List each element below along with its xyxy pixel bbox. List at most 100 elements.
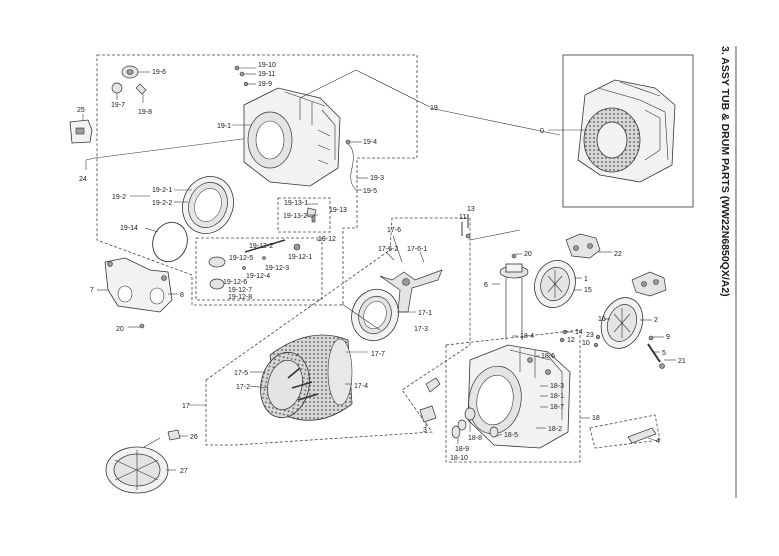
label-3: 3 bbox=[423, 427, 427, 434]
label-18-5: 18-5 bbox=[504, 432, 518, 439]
part-19-12-heater-set bbox=[208, 239, 320, 290]
part-25-bracket bbox=[69, 114, 93, 144]
label-20-b: 20 bbox=[524, 251, 532, 258]
label-16: 16 bbox=[598, 316, 606, 323]
part-1-15-pulley bbox=[534, 260, 582, 308]
part-18-front-tub bbox=[467, 335, 590, 449]
part-19-4-19-5-hose bbox=[345, 139, 368, 191]
label-19-11: 19-11 bbox=[258, 71, 275, 78]
label-19-12-2: 19-12-2 bbox=[249, 243, 273, 250]
label-9: 9 bbox=[666, 334, 670, 341]
label-14: 14 bbox=[575, 329, 583, 336]
label-13: 13 bbox=[467, 206, 475, 213]
part-27-door-glass bbox=[105, 446, 176, 494]
label-27: 27 bbox=[180, 468, 188, 475]
label-17-5: 17-5 bbox=[234, 370, 248, 377]
callout-labels: 19-6 19-7 19-8 19-10 19-11 19-9 19 25 19… bbox=[77, 62, 686, 475]
part-24-hose bbox=[85, 137, 251, 161]
label-18-7: 18-7 bbox=[550, 404, 564, 411]
label-18: 18 bbox=[592, 415, 600, 422]
label-18-9: 18-9 bbox=[455, 446, 469, 453]
group-18-boundary bbox=[445, 329, 581, 463]
label-10: 10 bbox=[582, 340, 590, 347]
label-19-12: 19-12 bbox=[318, 236, 336, 243]
label-18-8: 18-8 bbox=[468, 435, 482, 442]
label-19-5: 19-5 bbox=[363, 188, 377, 195]
label-17-2: 17-2 bbox=[236, 384, 250, 391]
part-9-21-5-damper bbox=[647, 335, 676, 369]
part-26-hinge bbox=[167, 429, 188, 441]
label-19-12-3: 19-12-3 bbox=[265, 265, 289, 272]
part-19-6-clamp bbox=[121, 65, 150, 79]
label-15: 15 bbox=[584, 287, 592, 294]
label-19-10: 19-10 bbox=[258, 62, 276, 69]
part-motor-unit-2 bbox=[631, 271, 667, 297]
label-26: 26 bbox=[190, 434, 198, 441]
label-19: 19 bbox=[430, 105, 438, 112]
label-6: 6 bbox=[484, 282, 488, 289]
leader-tub-to-ring bbox=[341, 303, 381, 331]
label-18-6: 18-6 bbox=[541, 353, 555, 360]
part-20-screw-a bbox=[128, 323, 145, 329]
part-14-12-23-10-small bbox=[559, 329, 601, 348]
label-19-12-7: 19-12-7 bbox=[228, 287, 252, 294]
label-17-3: 17-3 bbox=[414, 326, 428, 333]
part-6-shaft-bearing bbox=[492, 253, 529, 340]
part-19-7-cap bbox=[111, 82, 123, 100]
label-17-6-1: 17-6-1 bbox=[407, 246, 427, 253]
label-19-13: 19-13 bbox=[329, 207, 347, 214]
part-19-14-gasket bbox=[144, 221, 188, 263]
label-11: 11 bbox=[459, 214, 466, 221]
label-19-2: 19-2 bbox=[112, 194, 126, 201]
group-17-boundary bbox=[205, 217, 471, 446]
label-19-9: 19-9 bbox=[258, 81, 272, 88]
part-3-bracket bbox=[419, 377, 441, 428]
label-19-14: 19-14 bbox=[120, 225, 138, 232]
label-17: 17 bbox=[182, 403, 190, 410]
label-18-4: 18-4 bbox=[520, 333, 534, 340]
part-19-1-tub-rear bbox=[232, 87, 341, 187]
part-7-8-mount-bracket bbox=[97, 257, 178, 313]
label-19-3: 19-3 bbox=[370, 175, 384, 182]
label-18-2: 18-2 bbox=[548, 426, 562, 433]
label-19-2-2: 19-2-2 bbox=[152, 200, 172, 207]
label-2: 2 bbox=[654, 317, 658, 324]
label-19-4: 19-4 bbox=[363, 139, 377, 146]
part-17-7-drum bbox=[249, 334, 368, 421]
part-17-1-ring bbox=[351, 288, 416, 342]
label-19-13-2: 19-13-2 bbox=[283, 213, 307, 220]
label-8: 8 bbox=[180, 292, 184, 299]
label-23: 23 bbox=[586, 332, 594, 339]
part-19-2-front-ring bbox=[130, 176, 234, 234]
label-19-1: 19-1 bbox=[217, 123, 231, 130]
part-18-seals bbox=[451, 407, 503, 444]
leader-19 bbox=[299, 69, 357, 99]
label-24: 24 bbox=[79, 176, 87, 183]
label-1: 1 bbox=[584, 276, 588, 283]
label-18-10: 18-10 bbox=[450, 455, 468, 462]
label-21: 21 bbox=[678, 358, 686, 365]
group-19-boundary bbox=[96, 54, 418, 306]
label-4: 4 bbox=[656, 438, 660, 445]
group-19-13-boundary bbox=[277, 197, 331, 233]
label-17-6-2: 17-6-2 bbox=[378, 246, 398, 253]
part-17-6-spider bbox=[379, 235, 443, 313]
label-19-12-4: 19-12-4 bbox=[246, 273, 270, 280]
label-17-1: 17-1 bbox=[418, 310, 432, 317]
label-18-1: 18-1 bbox=[550, 393, 564, 400]
part-19-10-19-11-screws bbox=[234, 65, 256, 87]
label-19-12-6: 19-12-6 bbox=[223, 279, 247, 286]
part-22-motor-unit bbox=[565, 233, 612, 259]
label-22: 22 bbox=[614, 251, 622, 258]
label-19-2-1: 19-2-1 bbox=[152, 187, 172, 194]
part-4-boundary bbox=[589, 414, 661, 449]
label-7: 7 bbox=[90, 287, 94, 294]
label-18-3: 18-3 bbox=[550, 383, 564, 390]
part-19-13-valve bbox=[306, 203, 318, 223]
label-19-6: 19-6 bbox=[152, 69, 166, 76]
page-title: 3. ASSY TUB & DRUM PARTS (WW22N6850QX/A2… bbox=[719, 46, 731, 297]
label-25: 25 bbox=[77, 107, 85, 114]
label-17-7: 17-7 bbox=[371, 351, 385, 358]
label-19-13-1: 19-13-1 bbox=[284, 200, 308, 207]
